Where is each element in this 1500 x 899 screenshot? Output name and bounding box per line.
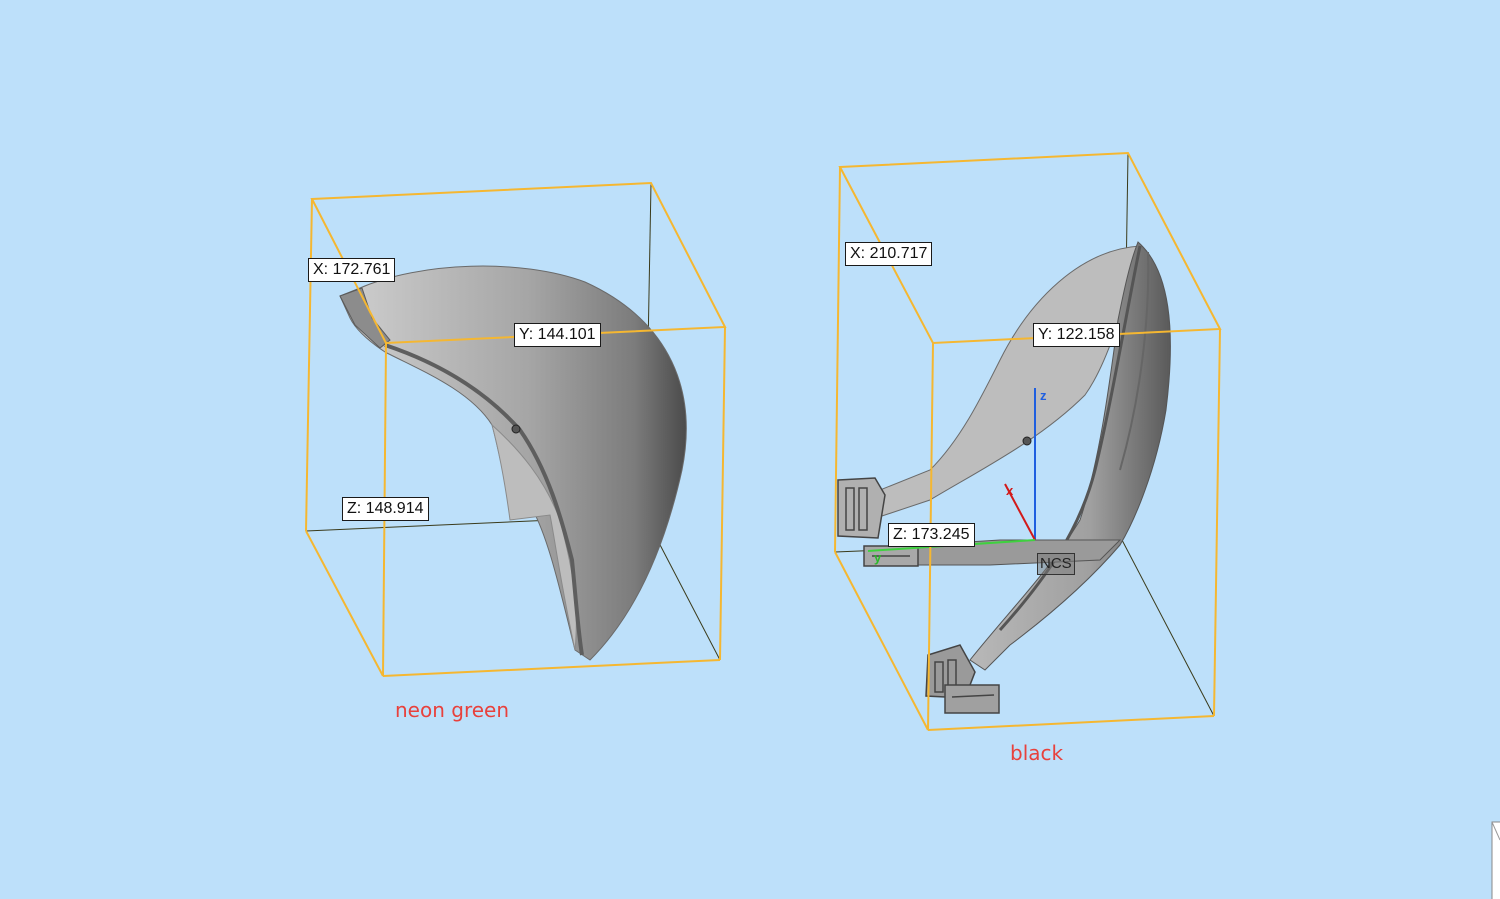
axis-z-label: z [1040,388,1047,403]
helmet-rim-black [998,245,1142,632]
dimension-x-label[interactable]: X: 210.717 [845,242,933,266]
strap-buckle-bottom[interactable] [925,644,1000,714]
dimension-x-label[interactable]: X: 172.761 [308,258,396,282]
view-corner-icon[interactable] [1491,821,1500,899]
dimension-z-label[interactable]: Z: 148.914 [342,497,429,521]
axis-y-label: y [874,550,882,565]
bounding-box-front-edges [305,181,727,677]
model-black[interactable] [834,151,1222,731]
dimension-y-label[interactable]: Y: 122.158 [1033,323,1120,347]
helmet-rim [384,343,584,656]
helmet-rim-black-inner [1119,251,1150,471]
ncs-label[interactable]: NCS [1037,553,1075,575]
axis-x-label: x [1006,483,1014,498]
dimension-y-label[interactable]: Y: 144.101 [514,323,601,347]
helmet-brim-tip [339,287,391,349]
pivot-point-icon[interactable] [1022,436,1032,446]
helmet-inner-face [491,423,577,651]
dimension-z-label[interactable]: Z: 173.245 [888,523,975,547]
model-caption: black [1010,741,1064,765]
model-caption: neon green [395,698,510,722]
pivot-point-icon[interactable] [511,424,521,434]
model-neon-green[interactable] [305,181,727,677]
